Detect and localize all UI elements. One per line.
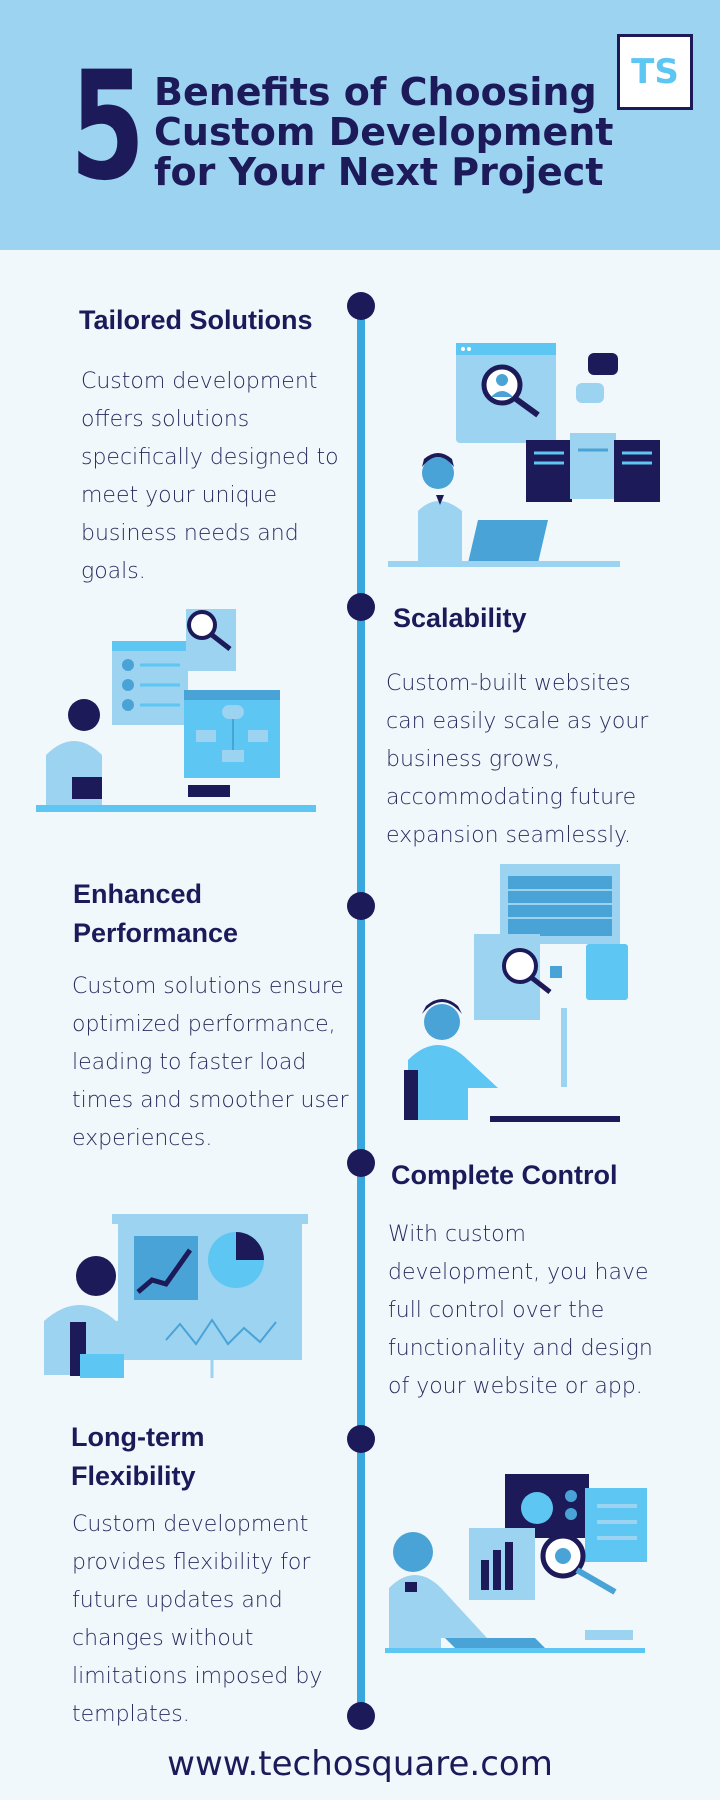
benefit-description: Custom solutions ensure optimized perfor… [72,974,349,1151]
headline-number: 5 [70,40,145,214]
benefit-description: Custom-built websites can easily scale a… [386,671,649,848]
benefit-heading: Complete Control [391,1160,618,1190]
website-url[interactable]: www.techosquare.com [167,1744,553,1784]
person-desk-computer-illustration [404,864,628,1122]
title-line: Custom Development [154,110,614,154]
title-line: for Your Next Project [154,150,604,194]
benefit-heading: Long-term Flexibility [71,1422,205,1491]
timeline-dot [347,1702,375,1730]
person-presentation-chart-illustration [44,1214,308,1378]
benefit-heading: Enhanced Performance [73,879,239,948]
person-dashboard-illustration [36,609,316,812]
timeline-dot [347,892,375,920]
title-line: Benefits of Choosing [154,70,597,114]
person-laptop-search-illustration [388,343,660,567]
benefit-description: With custom development, you have full c… [388,1222,653,1399]
timeline-dot [347,292,375,320]
benefit-heading: Tailored Solutions [79,305,313,335]
page-title: Benefits of Choosing Custom Development … [154,72,634,192]
timeline-dot [347,1149,375,1177]
timeline-dot [347,593,375,621]
benefit-description: Custom development offers solutions spec… [81,369,339,584]
brand-logo: TS [617,34,693,110]
header-banner: 5 Benefits of Choosing Custom Developmen… [0,0,720,250]
timeline-line [357,305,365,1715]
person-analytics-screens-illustration [385,1474,647,1653]
benefit-heading: Scalability [393,603,527,633]
benefit-description: Custom development provides flexibility … [72,1512,323,1727]
timeline-dot [347,1425,375,1453]
